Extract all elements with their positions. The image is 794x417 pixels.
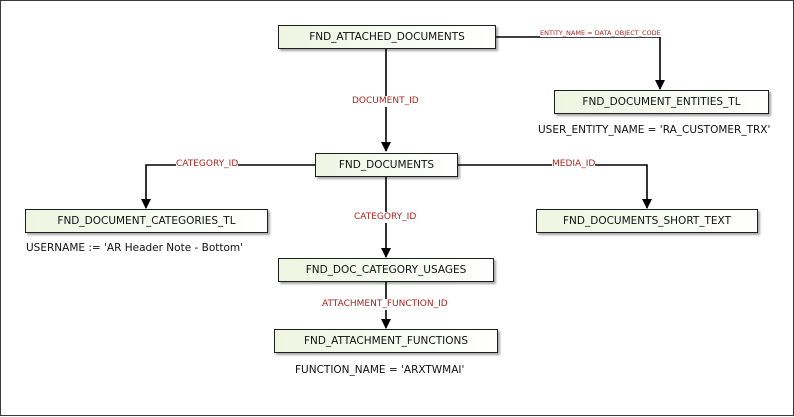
- relation-label-category-id-down: CATEGORY_ID: [354, 212, 417, 223]
- entity-fnd-documents: FND_DOCUMENTS: [315, 153, 458, 177]
- relation-label-media-id: MEDIA_ID: [552, 159, 596, 170]
- entity-label: FND_DOCUMENT_ENTITIES_TL: [582, 96, 741, 108]
- note-user-entity-name: USER_ENTITY_NAME = 'RA_CUSTOMER_TRX': [538, 124, 771, 136]
- entity-label: FND_ATTACHED_DOCUMENTS: [309, 31, 465, 43]
- relation-label-category-id-left: CATEGORY_ID: [176, 159, 239, 170]
- entity-fnd-document-entities-tl: FND_DOCUMENT_ENTITIES_TL: [554, 90, 769, 114]
- entity-fnd-document-categories-tl: FND_DOCUMENT_CATEGORIES_TL: [25, 209, 268, 233]
- entity-fnd-doc-category-usages: FND_DOC_CATEGORY_USAGES: [278, 258, 494, 282]
- connector-category-id-left: [141, 164, 315, 209]
- entity-fnd-documents-short-text: FND_DOCUMENTS_SHORT_TEXT: [536, 209, 758, 233]
- entity-label: FND_DOCUMENT_CATEGORIES_TL: [57, 215, 236, 227]
- entity-label: FND_ATTACHMENT_FUNCTIONS: [303, 335, 469, 347]
- note-function-name: FUNCTION_NAME = 'ARXTWMAI': [295, 364, 465, 376]
- relation-label-attachment-function-id: ATTACHMENT_FUNCTION_ID: [322, 299, 448, 310]
- entity-label: FND_DOCUMENTS_SHORT_TEXT: [563, 215, 731, 227]
- entity-label: FND_DOCUMENTS: [338, 159, 435, 171]
- note-username: USERNAME := 'AR Header Note - Bottom': [26, 242, 244, 254]
- connector-entity-name: [496, 36, 665, 90]
- entity-fnd-attached-documents: FND_ATTACHED_DOCUMENTS: [278, 25, 496, 49]
- relation-label-entity-name: ENTITY_NAME = DATA_OBJECT_CODE: [540, 29, 661, 37]
- entity-fnd-attachment-functions: FND_ATTACHMENT_FUNCTIONS: [274, 329, 498, 353]
- relation-label-document-id: DOCUMENT_ID: [352, 96, 419, 107]
- connector-media-id: [458, 164, 652, 209]
- entity-label: FND_DOC_CATEGORY_USAGES: [305, 264, 467, 276]
